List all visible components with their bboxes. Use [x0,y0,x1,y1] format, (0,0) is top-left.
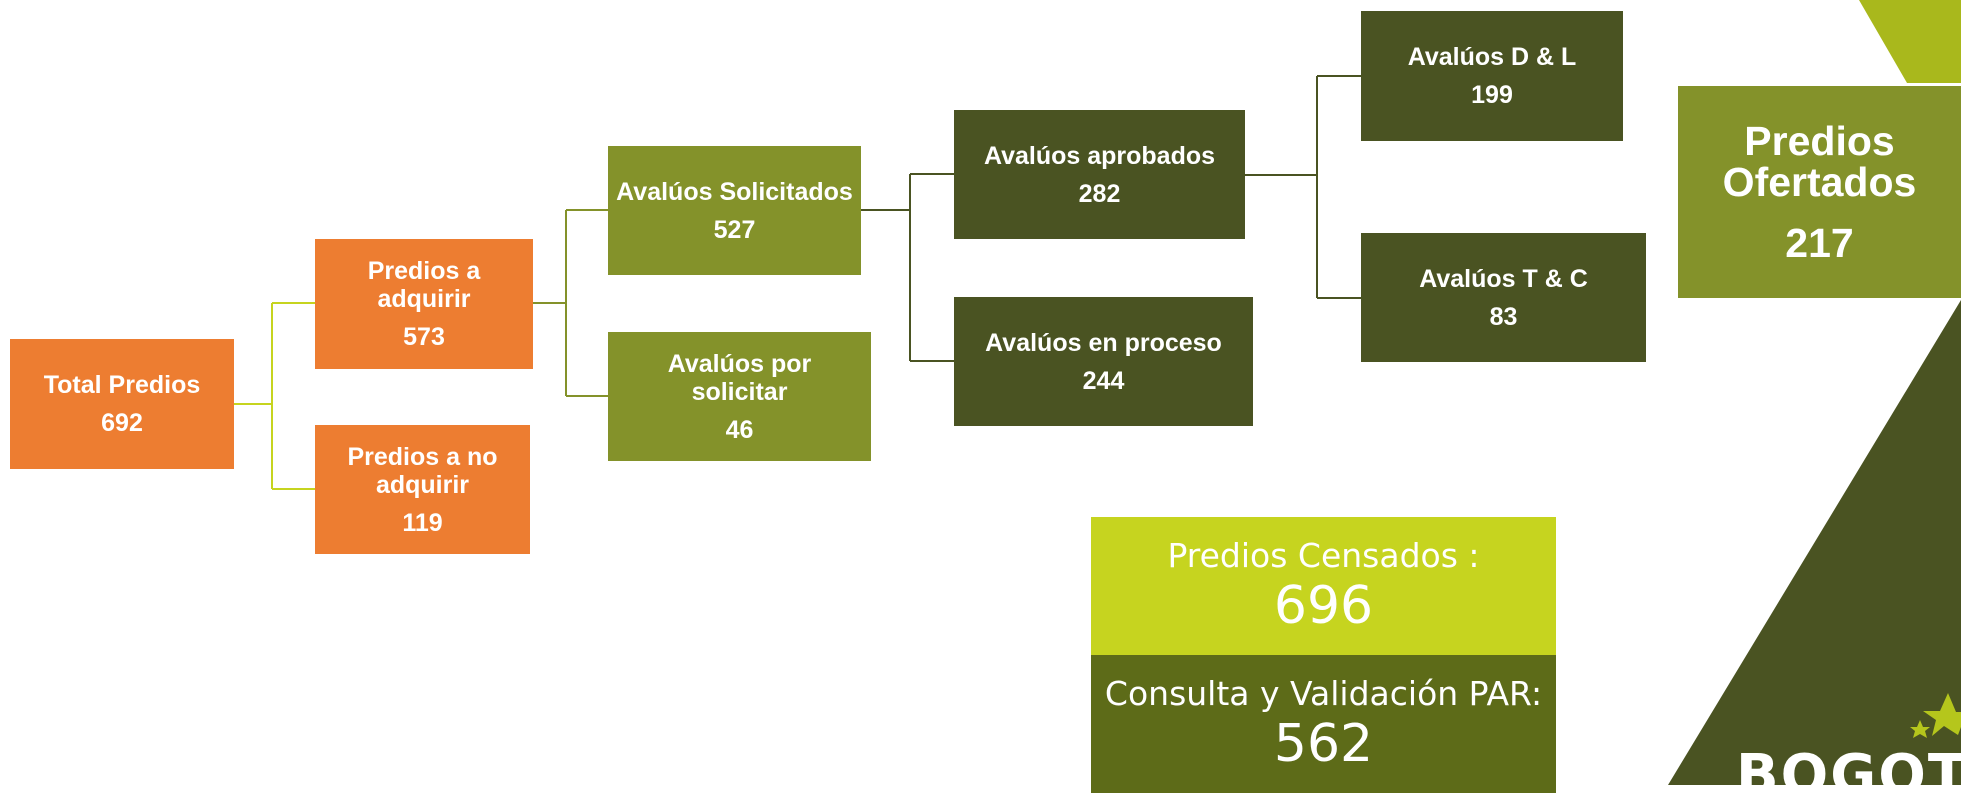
tree-connectors [234,75,1361,490]
connector-aprobados-to-tipos [1245,75,1361,299]
node-label: Total Predios [43,371,201,399]
node-value: 573 [403,323,445,351]
node-label: Avalúos aprobados [983,141,1216,170]
summary-predios-censados: Predios Censados : 696 [1091,517,1556,655]
node-predios-ofertados: Predios Ofertados 217 [1678,86,1961,298]
node-avaluos-dl: Avalúos D & L 199 [1361,11,1623,141]
summary-consulta-validacion: Consulta y Validación PAR: 562 [1091,655,1556,793]
node-avaluos-solicitados: Avalúos Solicitados 527 [608,146,861,275]
node-label: Avalúos Solicitados [616,177,853,206]
node-avaluos-por-solicitar: Avalúos por solicitar 46 [608,332,871,461]
node-label: Avalúos en proceso [985,328,1222,357]
node-label: Predios a no adquirir [347,442,498,499]
node-label: Predios Ofertados [1722,117,1917,205]
node-value: 217 [1785,219,1854,266]
node-value: 244 [1082,366,1125,395]
bogota-logo: BOGOTÁ [1736,743,1961,808]
node-predios-a-adquirir: Predios a adquirir 573 [315,239,533,369]
summary-label: Consulta y Validación PAR: [1104,674,1543,713]
node-predios-a-no-adquirir: Predios a no adquirir 119 [315,425,530,554]
node-value: 199 [1471,81,1513,109]
node-value: 282 [1078,179,1121,208]
node-avaluos-en-proceso: Avalúos en proceso 244 [954,297,1253,426]
summary-label: Predios Censados : [1167,536,1480,575]
node-total-predios: Total Predios 692 [10,339,234,469]
node-value: 527 [713,215,756,244]
node-label: Predios a adquirir [367,257,481,313]
node-value: 46 [725,415,754,444]
node-label: Avalúos por solicitar [667,349,812,406]
summary-panel: Predios Censados : 696 Consulta y Valida… [1091,517,1556,793]
node-avaluos-tc: Avalúos T & C 83 [1361,233,1646,362]
node-avaluos-aprobados: Avalúos aprobados 282 [954,110,1245,239]
node-value: 83 [1489,302,1518,331]
node-label: Avalúos D & L [1407,43,1577,71]
connector-adquirir-to-avaluos [533,209,608,397]
connector-solicitados-to-estado [861,173,954,362]
node-value: 692 [101,409,143,437]
summary-value: 562 [1273,714,1374,774]
node-label: Avalúos T & C [1419,264,1588,293]
summary-value: 696 [1273,576,1374,636]
node-value: 119 [402,508,443,537]
connector-total-to-predios [234,302,315,490]
